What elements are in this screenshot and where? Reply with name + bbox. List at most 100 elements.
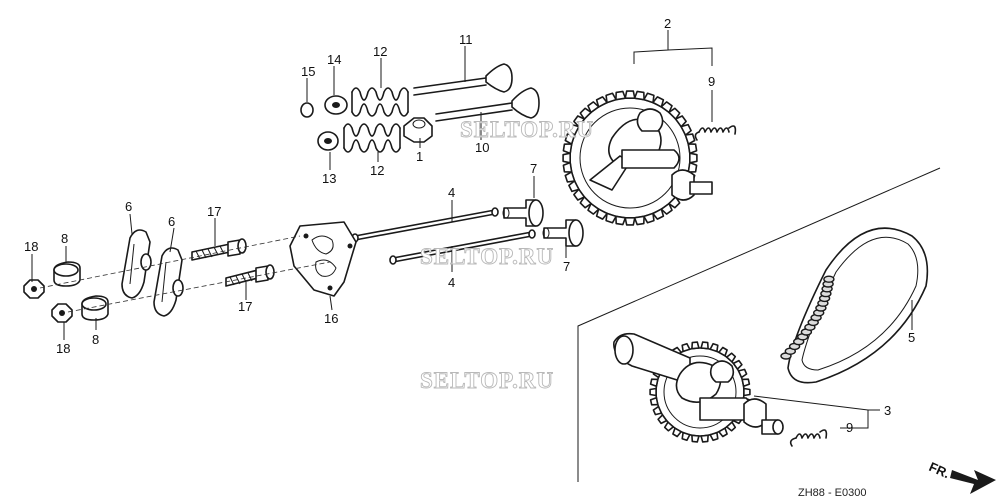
rocker-arm-right [153, 247, 184, 317]
callout-10: 10 [475, 140, 489, 155]
gear-tooth [743, 387, 751, 397]
callout-18-lower: 18 [56, 341, 70, 356]
callout-14: 14 [327, 52, 341, 67]
gear-tooth [700, 434, 709, 443]
valve-keeper-15 [300, 102, 314, 118]
callout-1: 1 [416, 149, 423, 164]
gear-tooth [568, 180, 580, 193]
belt-link [823, 275, 835, 283]
gear-tooth [684, 133, 696, 145]
pivot-adjuster-upper [53, 261, 81, 287]
decompressor-spring-lower [789, 429, 828, 447]
intake-valve [413, 63, 513, 96]
gear-tooth [649, 378, 659, 388]
gear-tooth [605, 92, 617, 104]
gear-tooth [579, 107, 592, 120]
pivot-stud-lower [225, 264, 275, 287]
watermark-3: SELTOP.RU [420, 368, 554, 393]
gear-tooth [672, 427, 682, 438]
gear-tooth [615, 215, 627, 226]
spring-retainer-13 [317, 131, 339, 151]
inset-frame [577, 167, 941, 482]
gear-tooth [573, 115, 586, 128]
callout-13: 13 [322, 171, 336, 186]
gear-tooth [709, 342, 719, 353]
gear-tooth [595, 208, 608, 220]
gear-tooth [700, 341, 709, 350]
lock-nut-upper [23, 279, 45, 299]
decompressor-spring-upper [694, 125, 737, 141]
gear-tooth [633, 215, 645, 226]
exhaust-valve [435, 87, 540, 122]
gear-tooth [687, 143, 698, 155]
pivot-stud-upper [191, 238, 247, 261]
gear-tooth [652, 96, 665, 108]
callout-5: 5 [908, 330, 915, 345]
gear-tooth [687, 161, 698, 173]
callout-17-lower: 17 [238, 299, 252, 314]
gear-tooth [718, 346, 728, 357]
gear-tooth [652, 208, 665, 220]
rocker-arm-left [121, 229, 152, 299]
gear-tooth [649, 387, 657, 397]
callout-9-upper: 9 [708, 74, 715, 89]
valve-spring-upper [351, 87, 409, 117]
valve-stem-seal [403, 117, 433, 143]
gear-tooth [725, 421, 737, 432]
pivot-adjuster-lower [81, 295, 109, 321]
lock-nut-lower [51, 303, 73, 323]
timing-belt [780, 227, 929, 384]
valve-lifter-upper [502, 199, 544, 227]
gear-tooth [615, 90, 627, 101]
gear-tooth [562, 161, 573, 173]
gear-tooth [624, 90, 636, 99]
gear-tooth [573, 188, 586, 201]
camshaft-gear-upper [562, 90, 713, 226]
callout-7-upper: 7 [530, 161, 537, 176]
gear-tooth [741, 378, 751, 388]
gear-tooth [725, 352, 737, 363]
pushrod-lower [389, 229, 536, 265]
diagram-code: ZH88 - E0300 [798, 487, 866, 499]
gear-tooth [688, 152, 698, 164]
gear-tooth [643, 92, 655, 104]
gear-tooth [595, 96, 608, 108]
gear-tooth [737, 368, 748, 379]
gear-tooth [660, 202, 673, 215]
leader-lines [31, 30, 913, 429]
callout-6-left: 6 [125, 199, 132, 214]
gear-tooth [657, 414, 668, 425]
gear-tooth [564, 133, 576, 145]
callout-9-lower: 9 [846, 420, 853, 435]
front-label: FR. [927, 459, 952, 481]
gear-tooth [668, 107, 681, 120]
gear-tooth [680, 123, 692, 136]
callout-11: 11 [459, 32, 473, 47]
assembly-axis-lines [39, 235, 331, 313]
gear-tooth [564, 171, 576, 183]
callout-6-right: 6 [168, 214, 175, 229]
gear-tooth [709, 431, 719, 442]
callout-12-upper: 12 [373, 44, 387, 59]
pushrod-guide-plate [289, 221, 357, 297]
watermark-1: SELTOP.RU [460, 117, 594, 142]
spring-retainer-14 [324, 95, 348, 115]
gear-tooth [681, 342, 691, 353]
callout-4-lower: 4 [448, 275, 455, 290]
callout-3: 3 [884, 403, 891, 418]
gear-tooth [587, 101, 600, 114]
camshaft-gear-lower [613, 332, 784, 443]
gear-tooth [718, 427, 728, 438]
front-direction-indicator: FR. [927, 459, 996, 494]
gear-tooth [691, 434, 700, 443]
front-arrow-icon [950, 470, 996, 494]
callout-8-upper: 8 [61, 231, 68, 246]
gear-tooth [681, 431, 691, 442]
gear-tooth [624, 217, 636, 226]
gear-tooth [605, 212, 617, 224]
gear-tooth [649, 396, 659, 406]
gear-tooth [562, 143, 573, 155]
gear-tooth [587, 202, 600, 215]
gear-tooth [633, 90, 645, 101]
